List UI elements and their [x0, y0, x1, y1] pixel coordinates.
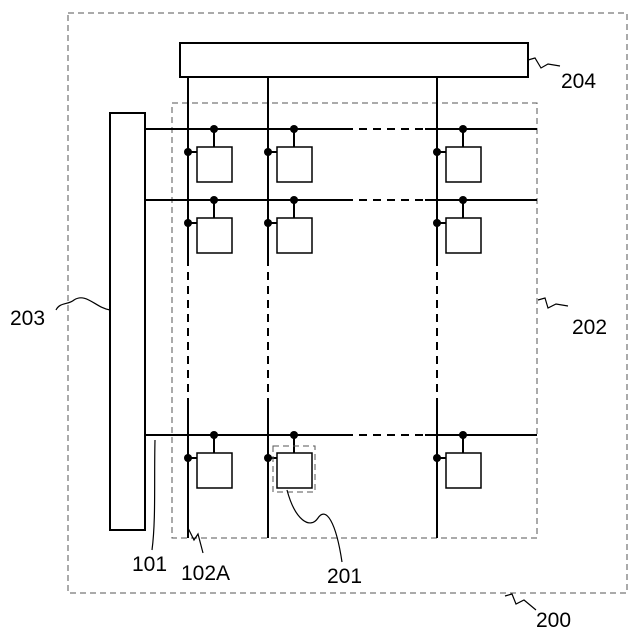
junction-data-2-2	[264, 219, 272, 227]
leader-203	[56, 298, 110, 310]
leader-102A	[188, 528, 203, 553]
junction-scan-1-3	[459, 125, 467, 133]
junction-scan-3-2	[290, 431, 298, 439]
label-204: 204	[561, 70, 596, 93]
label-203: 203	[10, 307, 45, 330]
junction-data-1-2	[264, 148, 272, 156]
junction-scan-1-1	[210, 125, 218, 133]
pixel-3-2	[277, 453, 312, 488]
label-200: 200	[536, 609, 571, 632]
leader-202	[538, 298, 568, 308]
pixel-1-1	[197, 147, 232, 182]
pixel-3-3	[446, 453, 481, 488]
device-boundary	[68, 13, 627, 593]
junction-scan-1-2	[290, 125, 298, 133]
junction-scan-2-1	[210, 196, 218, 204]
junction-data-3-3	[433, 454, 441, 462]
junction-data-3-2	[264, 454, 272, 462]
pixel-grid	[145, 77, 537, 538]
pixel-1-3	[446, 147, 481, 182]
leader-200	[505, 594, 536, 610]
pixel-2-3	[446, 218, 481, 253]
label-101: 101	[132, 553, 167, 576]
junction-scan-3-1	[210, 431, 218, 439]
leader-101	[152, 440, 155, 550]
junction-scan-2-3	[459, 196, 467, 204]
label-202: 202	[572, 316, 607, 339]
data-driver-block	[180, 43, 528, 77]
scan-driver-block	[110, 113, 145, 530]
pixel-1-2	[277, 147, 312, 182]
label-102A: 102A	[181, 562, 230, 585]
junction-data-1-3	[433, 148, 441, 156]
label-201: 201	[327, 565, 362, 588]
junction-scan-3-3	[459, 431, 467, 439]
pixel-2-1	[197, 218, 232, 253]
junction-data-2-1	[184, 219, 192, 227]
junction-data-3-1	[184, 454, 192, 462]
junction-scan-2-2	[290, 196, 298, 204]
leader-204	[528, 58, 560, 68]
junction-data-2-3	[433, 219, 441, 227]
leader-201	[287, 490, 342, 562]
junction-data-1-1	[184, 148, 192, 156]
pixel-2-2	[277, 218, 312, 253]
pixel-3-1	[197, 453, 232, 488]
